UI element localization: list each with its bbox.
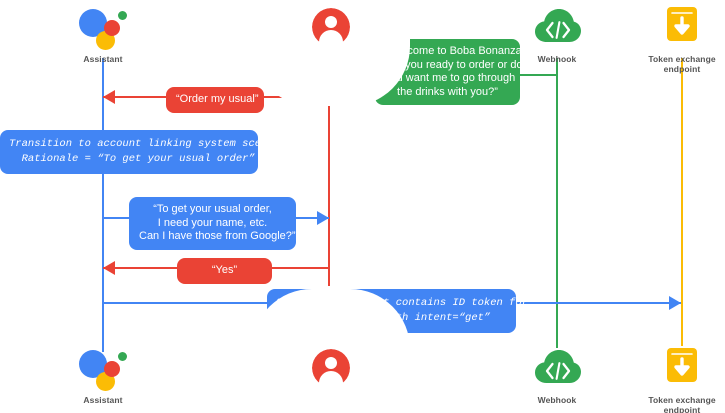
google-assistant-icon <box>75 5 131 51</box>
actor-label-assistant: Assistant <box>83 54 123 64</box>
actor-label-webhook: Webhook <box>537 395 577 405</box>
bubble-need-name-line-3: Can I have those from Google?” <box>139 230 296 242</box>
lifeline-user <box>328 58 330 286</box>
note-transition-scene: Transition to account linking system sce… <box>0 130 280 174</box>
actor-label-webhook: Webhook <box>537 54 577 64</box>
bubble-need-name-request: “To get your usual order, I need your na… <box>129 197 296 250</box>
bubble-welcome-line-2: Are you ready to order or do <box>385 58 523 71</box>
assistant-dot-green <box>118 11 127 20</box>
user-avatar-head <box>325 16 337 28</box>
cloud-shape <box>535 9 581 45</box>
arrowhead-need-name-request <box>317 211 329 225</box>
actor-label-endpoint-line-2: endpoint <box>663 405 701 413</box>
actor-label-user: User <box>319 54 339 64</box>
bubble-order-my-usual-line-1: “Order my usual” <box>176 93 259 105</box>
assistant-dot-red <box>104 20 120 36</box>
actor-user-top: User <box>269 5 389 64</box>
user-avatar-body <box>319 30 343 46</box>
bubble-welcome-line-1: “Welcome to Boba Bonanza! <box>385 45 525 57</box>
actor-label-endpoint-line-1: Token exchange <box>648 395 716 405</box>
download-box-svg <box>667 7 697 41</box>
note-transition-line-1: Transition to account linking system sce… <box>9 138 280 150</box>
bubble-yes-reply: “Yes” <box>177 258 272 284</box>
lifeline-endpoint <box>681 58 683 346</box>
arrowhead-sends-id-token <box>669 296 681 310</box>
arrowhead-welcome <box>329 68 341 82</box>
bubble-order-my-usual: “Order my usual” <box>166 87 264 113</box>
actor-label-assistant: Assistant <box>83 395 123 405</box>
note-transition-line-2: Rationale = “To get your usual order” <box>9 153 255 165</box>
actor-label-endpoint-line-2: endpoint <box>663 64 701 74</box>
cloud-shape <box>535 350 581 386</box>
actor-assistant-bottom: Assistant <box>43 346 163 405</box>
download-box-icon <box>654 5 710 51</box>
bubble-welcome: “Welcome to Boba Bonanza! Are you ready … <box>375 39 525 105</box>
cloud-code-icon <box>529 346 585 392</box>
bubble-welcome-line-3: you want me to go through <box>385 72 516 84</box>
user-avatar-body <box>319 371 343 387</box>
note-sends-id-token-line-1: Sends request that contains ID token for <box>276 297 529 309</box>
bubble-yes-reply-line-1: “Yes” <box>211 264 238 276</box>
assistant-dot-green <box>118 352 127 361</box>
download-box-icon <box>654 346 710 392</box>
note-sends-id-token-line-2: user@gmail.com with intent=“get” <box>276 312 491 324</box>
assistant-dot-red <box>104 361 120 377</box>
user-avatar-icon <box>301 5 357 51</box>
lifeline-assistant <box>102 58 104 352</box>
user-avatar-head <box>325 357 337 369</box>
lifeline-webhook <box>556 58 558 348</box>
actor-endpoint-top: Token exchange endpoint <box>622 5 725 74</box>
actor-endpoint-bottom: Token exchange endpoint <box>622 346 725 413</box>
cloud-code-svg <box>535 9 581 42</box>
download-box-svg <box>667 348 697 382</box>
actor-webhook-top: Webhook <box>497 5 617 64</box>
actor-webhook-bottom: Webhook <box>497 346 617 405</box>
actor-label-endpoint-line-1: Token exchange <box>648 54 716 64</box>
actor-label-endpoint: Token exchange endpoint <box>622 395 725 413</box>
user-avatar-mask <box>312 8 350 46</box>
bubble-need-name-line-1: “To get your usual order, <box>153 203 272 215</box>
actor-label-endpoint: Token exchange endpoint <box>622 54 725 74</box>
arrowhead-yes-reply <box>103 261 115 275</box>
bubble-need-name-line-2: I need your name, etc. <box>157 216 268 229</box>
cloud-code-svg <box>535 350 581 383</box>
actor-assistant-top: Assistant <box>43 5 163 64</box>
google-assistant-icon <box>75 346 131 392</box>
actor-user-bottom: User <box>269 346 389 405</box>
cloud-code-icon <box>529 5 585 51</box>
arrowhead-order-my-usual <box>103 90 115 104</box>
user-avatar-icon <box>301 346 357 392</box>
user-avatar-mask <box>312 349 350 387</box>
note-sends-id-token: Sends request that contains ID token for… <box>267 289 529 333</box>
bubble-welcome-line-4: the drinks with you?” <box>397 85 498 98</box>
actor-label-user: User <box>319 395 339 405</box>
